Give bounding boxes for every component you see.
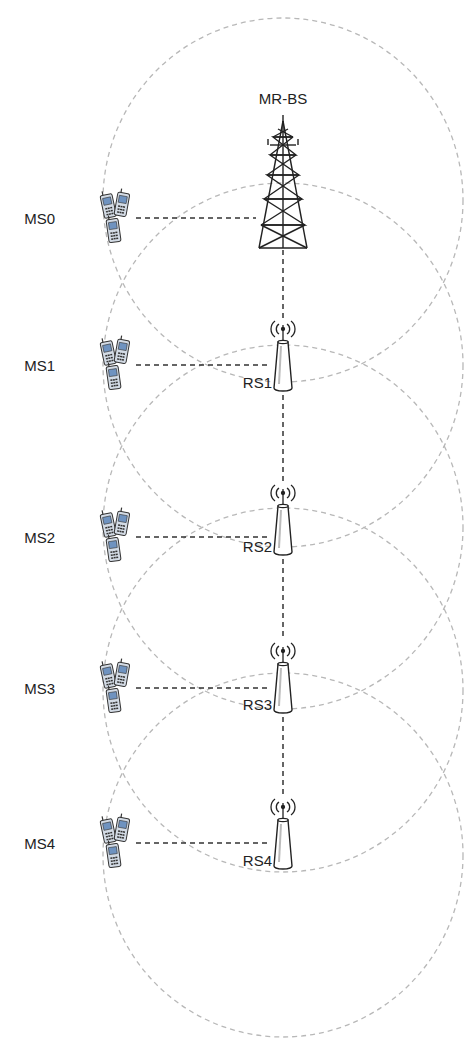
dashed-link (136, 687, 268, 689)
mobile-station-group: MS0 (98, 188, 136, 248)
relay-station: RS1 (268, 318, 298, 395)
station-label: MS4 (24, 835, 55, 852)
station-label: RS3 (243, 696, 272, 713)
coverage-circle (103, 345, 463, 709)
station-label: MR-BS (259, 90, 307, 107)
dashed-link (282, 559, 284, 640)
dashed-link (136, 217, 256, 219)
dashed-link (136, 842, 268, 844)
relay-station: RS3 (268, 640, 298, 717)
coverage-circle (103, 673, 463, 1037)
relay-icon (268, 640, 298, 717)
mobile-station-group: MS2 (98, 507, 136, 567)
station-label: RS2 (243, 538, 272, 555)
phones-icon (98, 507, 136, 567)
station-label: MS2 (24, 529, 55, 546)
phones-icon (98, 188, 136, 248)
relay-icon (268, 482, 298, 559)
station-label: RS1 (243, 374, 272, 391)
dashed-link (136, 364, 268, 366)
station-label: RS4 (243, 852, 272, 869)
phones-icon (98, 813, 136, 873)
dashed-link (136, 536, 268, 538)
coverage-circle (103, 18, 463, 382)
dashed-link (282, 250, 284, 318)
station-label: MS0 (24, 210, 55, 227)
relay-icon (268, 796, 298, 873)
dashed-link (282, 395, 284, 482)
station-label: MS3 (24, 680, 55, 697)
station-label: MS1 (24, 357, 55, 374)
mobile-station-group: MS3 (98, 658, 136, 718)
base-station: MR-BS (256, 115, 310, 250)
phones-icon (98, 658, 136, 718)
mobile-station-group: MS1 (98, 335, 136, 395)
coverage-circle (103, 508, 463, 872)
mobile-station-group: MS4 (98, 813, 136, 873)
phones-icon (98, 335, 136, 395)
relay-station: RS2 (268, 482, 298, 559)
dashed-link (282, 717, 284, 796)
tower-icon (256, 115, 310, 250)
relay-icon (268, 318, 298, 395)
relay-station: RS4 (268, 796, 298, 873)
